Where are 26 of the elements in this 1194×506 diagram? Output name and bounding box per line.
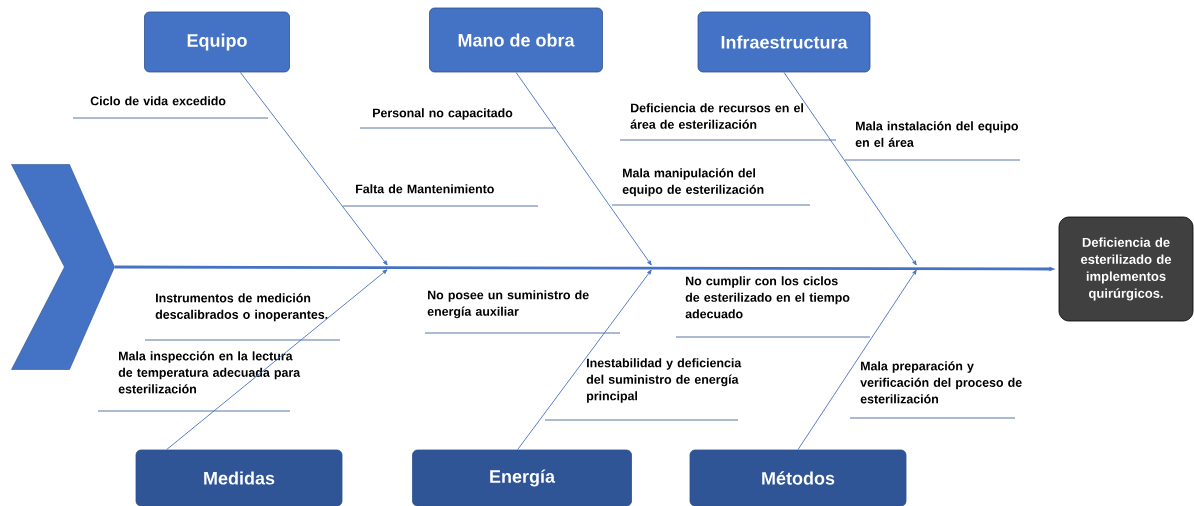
arrow xyxy=(797,269,917,451)
cause-label: Mala instalación del equipo en el área xyxy=(855,121,1018,147)
cause-label: Mala inspección en la lectura de temperatura adecuada para esterilización xyxy=(118,351,301,394)
category-box: Equipo xyxy=(144,11,290,73)
cause-label: Personal no capacitado xyxy=(373,108,513,120)
cause-label: No cumplir con los ciclos de esterilizado en el tiempo adecuado xyxy=(685,276,850,319)
arrow xyxy=(239,71,388,266)
cause-label: Instrumentos de medición descalibrados o inoperantes. xyxy=(155,293,328,322)
arrow xyxy=(783,71,917,266)
arrow xyxy=(517,269,652,451)
cause-label: Mala manipulación del equipo de esterilización xyxy=(622,168,764,197)
arrow xyxy=(166,269,388,451)
category-box: Mano de obra xyxy=(429,7,603,73)
cause-label: No posee un suministro de energía auxiliar xyxy=(427,290,589,319)
chevron-shape xyxy=(11,164,115,370)
cause-label: Falta de Mantenimiento xyxy=(356,184,494,194)
category-box: Medidas xyxy=(135,449,343,506)
cause-label: Ciclo de vida excedido xyxy=(90,96,226,106)
category-box: Infraestructura xyxy=(697,11,871,73)
cause-label: Inestabilidad y deficiencia del suministro de energía principal xyxy=(586,358,742,403)
cause-label: Deficiencia de recursos en el área de esterilización xyxy=(630,103,803,129)
effect-box: Deficiencia de esterilizado de implementos quirúrgicos. xyxy=(1058,216,1194,322)
category-box: Métodos xyxy=(689,449,907,506)
cause-label: Mala preparación y verificación del proceso de esterilización xyxy=(860,361,1022,404)
arrow xyxy=(515,71,652,266)
category-box: Energía xyxy=(412,449,632,506)
